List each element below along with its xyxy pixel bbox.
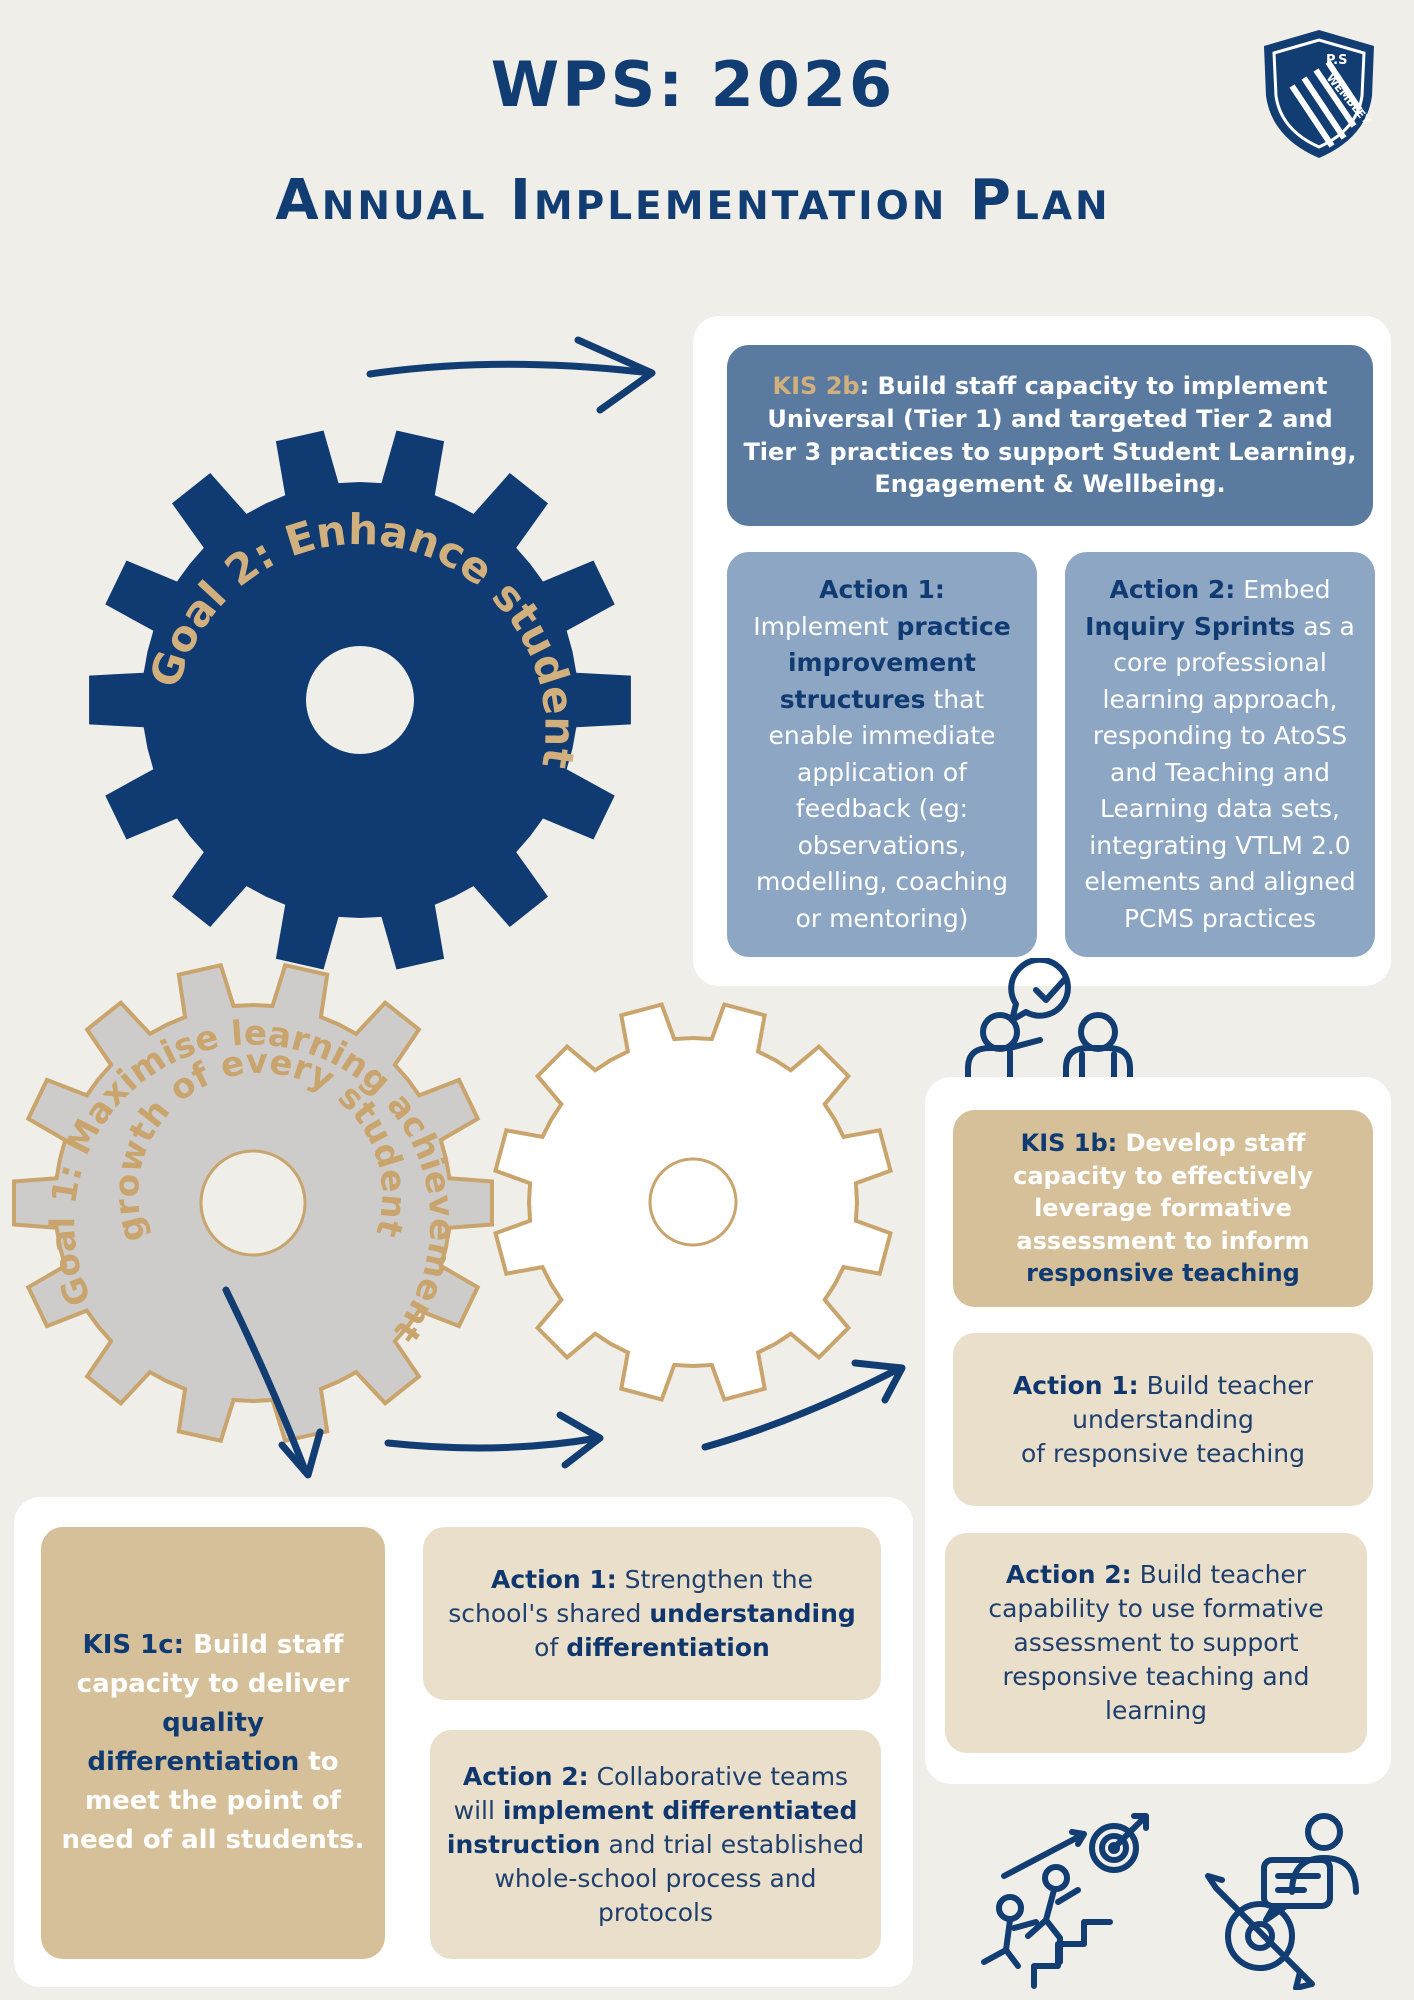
kis1c-action1-box: Action 1: Strengthen the school's shared… bbox=[423, 1527, 881, 1700]
kis1c-action2-post: and trial established whole-school proce… bbox=[494, 1829, 865, 1927]
kis1c-action1-mid: of bbox=[534, 1632, 567, 1662]
arrow-down-head-icon bbox=[278, 1428, 324, 1479]
kis1b-action1-line3: of responsive teaching bbox=[1020, 1438, 1306, 1468]
kis2b-action1-label: Action 1: bbox=[819, 575, 945, 604]
shield-logo-icon: P.S WEMBLEY bbox=[1264, 30, 1374, 158]
page-subtitle: Annual Implementation Plan bbox=[275, 168, 1111, 233]
kis1b-code: KIS 1b: bbox=[1020, 1128, 1118, 1157]
kis2b-code: KIS 2b bbox=[772, 372, 860, 401]
kis1b-action2-text: Build teacher capability to use formativ… bbox=[988, 1560, 1324, 1725]
white-gear bbox=[493, 1002, 893, 1402]
kis1c-bold: quality differentiation bbox=[87, 1708, 300, 1777]
kis1c-action2-pre: Collaborative teams will bbox=[453, 1761, 849, 1825]
arrow-top-icon bbox=[366, 360, 654, 378]
kis2b-text: : Build staff capacity to implement Univ… bbox=[743, 372, 1357, 499]
teacher-student-check-icon bbox=[965, 958, 1133, 1091]
kis2b-action1-post: that enable immediate application of fee… bbox=[756, 684, 1008, 933]
logo-ps: P.S bbox=[1326, 53, 1347, 68]
white-gear-hole bbox=[648, 1157, 738, 1247]
page-title: WPS: 2026 bbox=[490, 48, 896, 121]
kis2b-action2-post: as a core professional learning approach… bbox=[1084, 611, 1356, 933]
kis2b-action2-bold: Inquiry Sprints bbox=[1085, 611, 1296, 641]
kis2b-action1-box: Action 1: Implement practice improvement … bbox=[727, 552, 1037, 957]
arrow-right-head-icon bbox=[851, 1359, 906, 1404]
kis1b-action1-line2: understanding bbox=[1072, 1404, 1254, 1434]
climbing-goal-target-icon bbox=[981, 1813, 1149, 1989]
gear-pencil-chat-icon bbox=[1205, 1813, 1359, 1990]
kis1c-code: KIS 1c: bbox=[82, 1630, 185, 1660]
goal1-gear-hole bbox=[199, 1149, 307, 1257]
kis1b-action1-line1: Build teacher bbox=[1138, 1370, 1314, 1400]
arrow-top-head-icon bbox=[574, 336, 656, 414]
kis1b-box: KIS 1b: Develop staff capacity to effect… bbox=[953, 1110, 1373, 1307]
kis1c-action1-bold1: understanding bbox=[649, 1598, 856, 1628]
gearWhite-shape bbox=[493, 1002, 893, 1402]
kis1c-action1-label: Action 1: bbox=[490, 1564, 617, 1594]
kis1c-action1-bold2: differentiation bbox=[566, 1632, 770, 1662]
kis2b-action2-pre: Embed bbox=[1235, 575, 1331, 604]
kis2b-action1-bold: practice improvement structures bbox=[779, 611, 1011, 714]
kis1b-action2-label: Action 2: bbox=[1005, 1560, 1132, 1589]
kis2b-action1-pre: Implement bbox=[753, 611, 897, 641]
arrow-right-icon bbox=[701, 1364, 904, 1451]
kis1b-action1-box: Action 1: Build teacher understanding of r… bbox=[953, 1333, 1373, 1506]
kis1c-action2-bold: implement differentiated instruction bbox=[446, 1795, 858, 1859]
kis1c-pre: Build staff capacity to deliver bbox=[76, 1630, 350, 1699]
kis1b-action1-label: Action 1: bbox=[1012, 1370, 1139, 1400]
kis1c-action2-label: Action 2: bbox=[462, 1761, 589, 1791]
kis1b-bold: responsive teaching bbox=[1026, 1259, 1300, 1288]
kis1b-text: Develop staff capacity to effectively le… bbox=[1013, 1128, 1313, 1255]
kis1c-post: to meet the point of need of all student… bbox=[61, 1747, 365, 1855]
kis1b-action2-box: Action 2: Build teacher capability to us… bbox=[945, 1533, 1367, 1753]
goal2-gear-hole bbox=[306, 646, 414, 754]
kis1c-action2-box: Action 2: Collaborative teams will imple… bbox=[430, 1730, 881, 1959]
kis1c-box: KIS 1c: Build staff capacity to deliver … bbox=[41, 1527, 385, 1959]
kis2b-box: KIS 2b: Build staff capacity to implemen… bbox=[727, 345, 1373, 526]
kis2b-action2-label: Action 2: bbox=[1109, 575, 1236, 604]
arrow-mid-head-icon bbox=[556, 1411, 604, 1469]
kis1c-action1-pre: Strengthen the school's shared bbox=[448, 1564, 814, 1628]
arrow-down-icon bbox=[222, 1286, 309, 1474]
kis2b-action2-box: Action 2: Embed Inquiry Sprints as a cor… bbox=[1065, 552, 1375, 957]
arrow-mid-icon bbox=[384, 1434, 602, 1452]
